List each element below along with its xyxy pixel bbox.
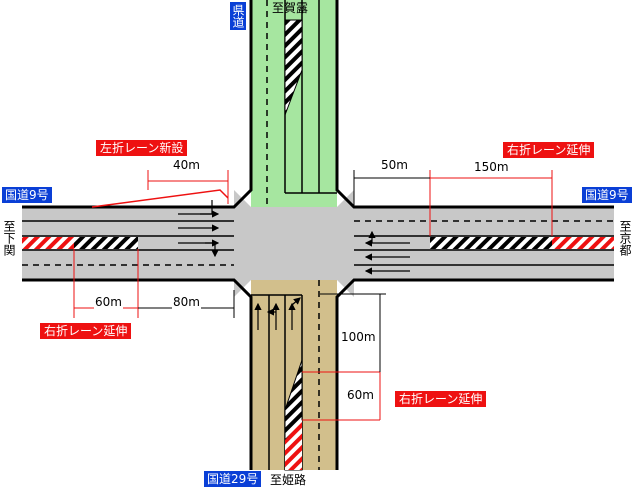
red-leaders <box>73 170 553 421</box>
route29-label: 国道29号 <box>204 471 262 487</box>
to-himeji-label: 至姫路 <box>270 473 307 487</box>
lane-arrows-east <box>364 230 410 275</box>
dim-150m: 150m <box>473 160 510 174</box>
dim-50m: 50m <box>380 158 409 172</box>
south-red-zone <box>285 420 302 470</box>
to-kasuga-label: 至賀露 <box>272 1 309 15</box>
prefectural-road-label: 県道 <box>230 2 246 30</box>
to-kyoto-label: 至京都 <box>618 220 632 256</box>
intersection-core <box>234 207 354 280</box>
west-red-zone <box>22 237 74 249</box>
north-zebra-zone <box>284 19 303 116</box>
right-turn-ext-south-annotation: 右折レーン延伸 <box>395 391 487 407</box>
right-turn-ext-west-annotation: 右折レーン延伸 <box>40 323 132 339</box>
curb-lines <box>22 0 614 470</box>
lane-arrows-south <box>254 297 301 330</box>
dim-80m: 80m <box>172 295 201 309</box>
route9-east-label: 国道9号 <box>582 187 632 203</box>
dim-100m: 100m <box>340 330 377 344</box>
lane-arrows-west <box>178 200 220 258</box>
dim-40m: 40m <box>172 158 201 172</box>
route9-west-label: 国道9号 <box>2 187 52 203</box>
right-turn-ext-east-annotation: 右折レーン延伸 <box>503 142 595 158</box>
east-zebra-zone <box>430 237 552 249</box>
dim-60m-south: 60m <box>346 388 375 402</box>
lane-lines-horizontal <box>22 220 614 266</box>
left-turn-new-annotation: 左折レーン新設 <box>96 140 188 156</box>
to-shimonoseki-label: 至下関 <box>2 220 16 256</box>
east-red-zone <box>552 237 614 249</box>
dim-60m-west: 60m <box>94 295 123 309</box>
